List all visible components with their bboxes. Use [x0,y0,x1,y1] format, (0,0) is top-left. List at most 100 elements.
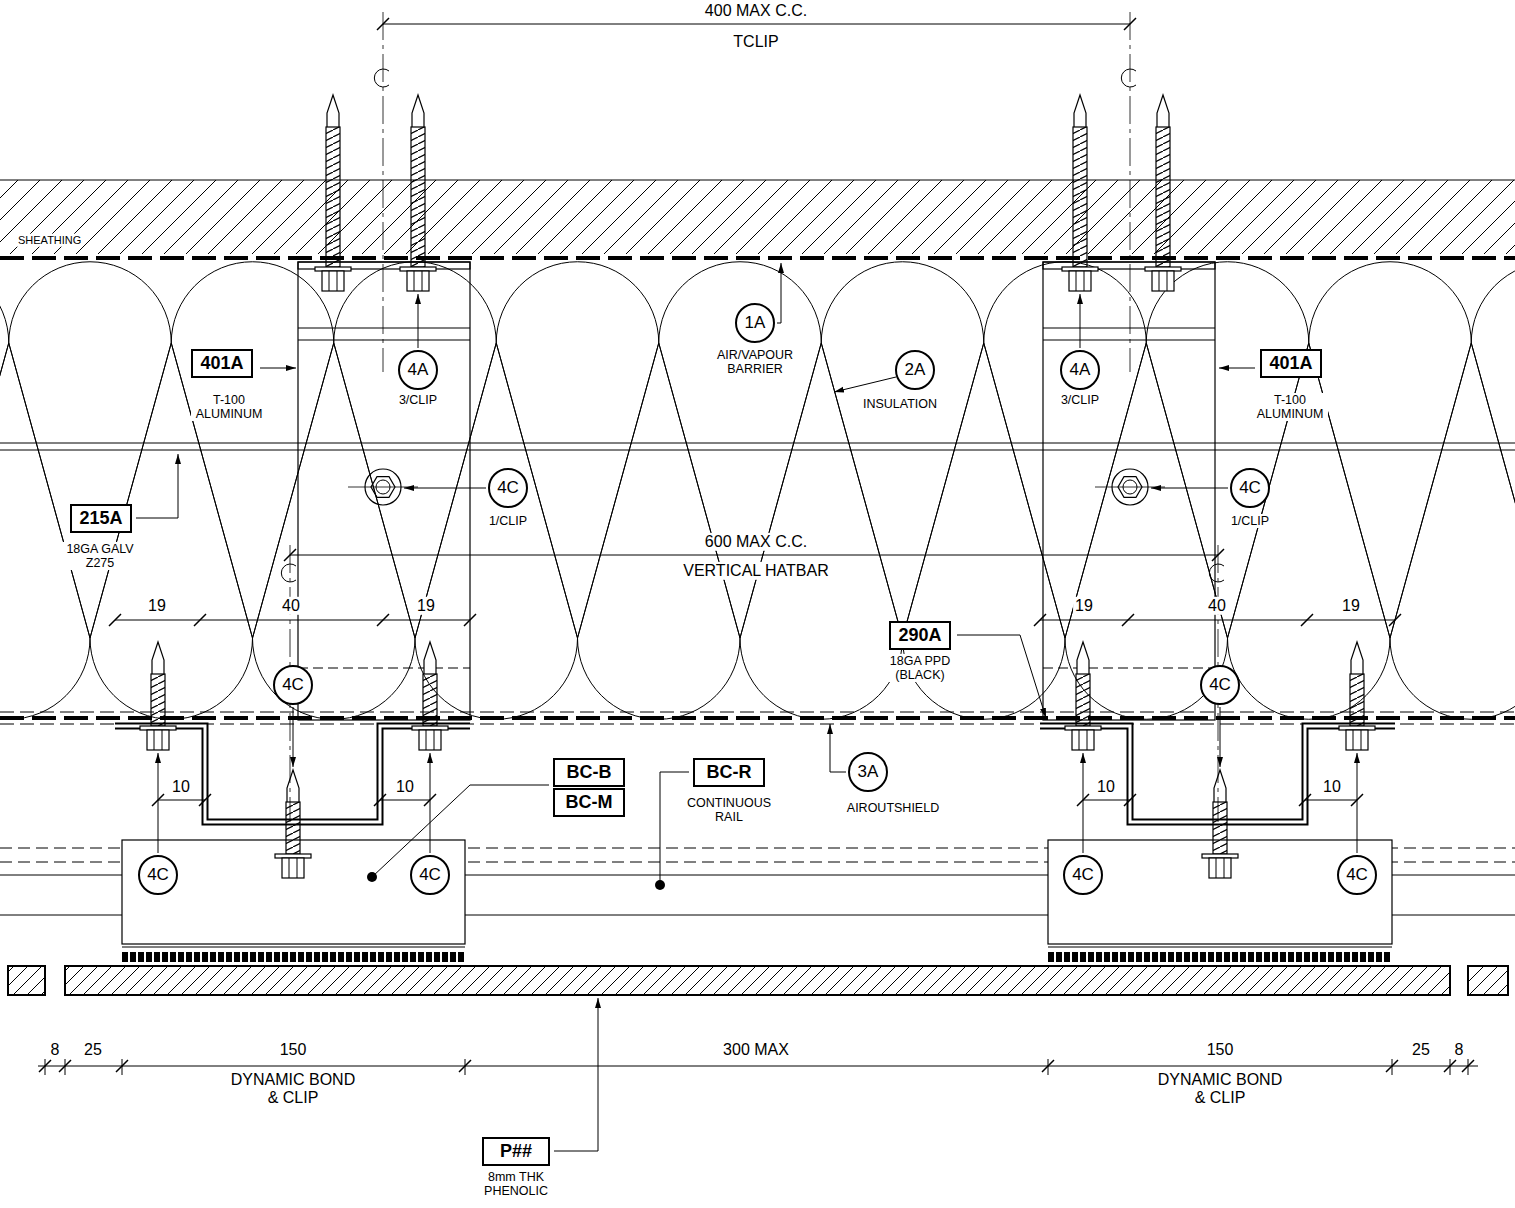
callout-number: 3A [858,762,879,782]
insulation-loop [659,262,822,638]
t-clip-edge [298,327,470,328]
tag-number: BC-B [567,762,612,783]
t-clip-hidden [298,667,470,668]
bolt-shank [376,480,390,494]
leader-line [260,368,296,369]
girt-line [0,450,1515,451]
callout-note: 3/CLIP [1059,393,1101,407]
callout-circle: 2AINSULATION [895,350,935,390]
leader-line [834,377,896,392]
leader-line [418,294,419,348]
insulation-batt [0,262,1515,720]
screw [275,770,311,878]
bolt-axis [348,487,418,488]
leader-line [136,454,178,518]
insulation-loop [1390,343,1515,719]
bolt-head [1118,477,1142,498]
callout-circle: 4A3/CLIP [1060,350,1100,390]
callout-number: 4C [419,865,441,885]
dimension-label: 150 [1205,1041,1236,1059]
leader-line [554,998,598,1151]
tag-number: P## [500,1141,532,1162]
t-clip-edge [1043,327,1215,328]
insulation-loop [984,262,1147,638]
t-clip-edge [1043,339,1215,340]
tag-number: BC-M [566,792,613,813]
dimension-label: 19 [146,597,168,615]
leader-line [404,488,486,489]
dimension-label: 8 [1453,1041,1466,1059]
leader-line [1357,753,1358,853]
insulation-loop [578,343,741,719]
tag-box: P##8mm THK PHENOLIC [482,1137,550,1166]
callout-number: 4A [1070,360,1091,380]
leader-line [777,263,781,323]
dimension-label: 600 MAX C.C. [703,533,809,551]
dimension-line [380,800,430,801]
dimension-label: 19 [1073,597,1095,615]
screw [1065,642,1101,750]
tag-box: 401AT-100 ALUMINUM [191,349,253,378]
callout-note: 18GA PPD (BLACK) [882,654,958,683]
screw [412,642,448,750]
tag-box: 401AT-100 ALUMINUM [1260,349,1322,378]
bond-tape [122,952,465,962]
airoutshield-line [0,716,1515,720]
dimension-label: 10 [394,778,416,796]
screw [1062,95,1098,291]
centerline-symbol [281,564,296,582]
dimension-label: 400 MAX C.C. [703,2,809,20]
callout-circle: 4A3/CLIP [398,350,438,390]
dimension-label: TCLIP [731,33,780,51]
phenolic-panel [8,966,45,995]
callout-circle: 1AAIR/VAPOUR BARRIER [735,303,775,343]
insulation-loop [9,262,172,638]
airoutshield-line [0,724,1515,725]
callout-circle: 4C1/CLIP [1230,468,1270,508]
callout-circle: 4C [138,855,178,895]
callout-note: AIR/VAPOUR BARRIER [713,348,797,377]
insulation-loop [253,343,416,719]
dimension-line [158,800,205,801]
insulation-loop [415,343,578,719]
callout-circle: 4C [1337,855,1377,895]
t-clip-outline [1043,262,1215,720]
t-clip-outline [298,262,470,720]
dimension-line [1305,800,1357,801]
callout-number: 4C [1239,478,1261,498]
dimension-label: 10 [170,778,192,796]
bolt-shank [1123,480,1137,494]
bolt-axis [1095,487,1165,488]
air-vapour-barrier-line [0,256,1515,260]
material-label: SHEATHING [16,234,83,247]
dimension-line [290,555,1218,556]
dimension-label: 300 MAX [721,1041,791,1059]
screw [1339,642,1375,750]
dimension-tick [109,614,1401,626]
callout-note: 1/CLIP [1229,514,1271,528]
insulation-loop [1228,343,1391,719]
dimension-label: 40 [1206,597,1228,615]
centerline-symbol [374,69,389,87]
dimension-line [38,1066,1478,1067]
insulation-loop [496,262,659,638]
bond-tape-edge [122,946,465,947]
leader-line [830,724,846,772]
callout-circle: 4C [273,665,313,705]
leader-line [430,753,431,853]
leader-dot [655,880,665,890]
callout-circle: 4C [410,855,450,895]
leader-dot [367,872,377,882]
callout-number: 4C [497,478,519,498]
dimension-label: VERTICAL HATBAR [681,562,831,580]
leader-line [1080,294,1081,348]
leader-line [1220,707,1221,767]
callout-number: 4C [1346,865,1368,885]
callout-note: 8mm THK PHENOLIC [478,1170,554,1199]
t-clip [298,262,1215,720]
callout-circle: 3AAIROUTSHIELD [848,752,888,792]
dimension-label: 25 [1410,1041,1432,1059]
callout-note: T-100 ALUMINUM [1252,393,1328,422]
